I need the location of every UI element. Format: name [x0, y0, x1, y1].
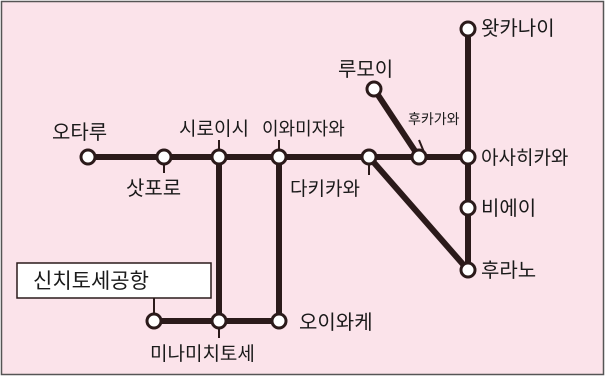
station-wakkanai[interactable]	[459, 20, 477, 38]
station-sapporo[interactable]	[155, 148, 173, 166]
label-minami-chitose: 미나미치토세	[150, 343, 255, 365]
label-otaru: 오타루	[52, 120, 107, 144]
station-iwamizawa[interactable]	[270, 148, 288, 166]
station-shiroishi[interactable]	[210, 148, 228, 166]
airport-label-box	[16, 262, 212, 299]
station-biei[interactable]	[459, 199, 477, 217]
label-fukagawa: 후카가와	[408, 112, 460, 128]
label-wakkanai: 왓카나이	[481, 16, 555, 40]
station-oiwake[interactable]	[270, 312, 288, 330]
label-new-chitose-airport: 신치토세공항	[33, 269, 149, 293]
takikawa-furano-line	[366, 154, 471, 273]
station-otaru[interactable]	[79, 148, 97, 166]
label-oiwake: 오이와케	[299, 310, 373, 334]
rumoi-line	[371, 86, 422, 160]
station-minami-chitose[interactable]	[210, 312, 228, 330]
station-rumoi[interactable]	[365, 80, 383, 98]
station-furano[interactable]	[459, 261, 477, 279]
station-asahikawa[interactable]	[459, 148, 477, 166]
label-takikawa: 다키카와	[290, 178, 360, 200]
station-new-chitose-airport[interactable]	[145, 312, 163, 330]
station-takikawa[interactable]	[360, 148, 378, 166]
label-biei: 비에이	[481, 196, 536, 220]
label-asahikawa: 아사히카와	[481, 147, 568, 169]
label-iwamizawa: 이와미자와	[262, 119, 345, 140]
station-fukagawa[interactable]	[410, 148, 428, 166]
label-rumoi: 루모이	[338, 57, 393, 81]
label-furano: 후라노	[481, 258, 536, 282]
label-sapporo: 삿포로	[126, 176, 181, 200]
label-shiroishi: 시로이시	[179, 118, 249, 140]
